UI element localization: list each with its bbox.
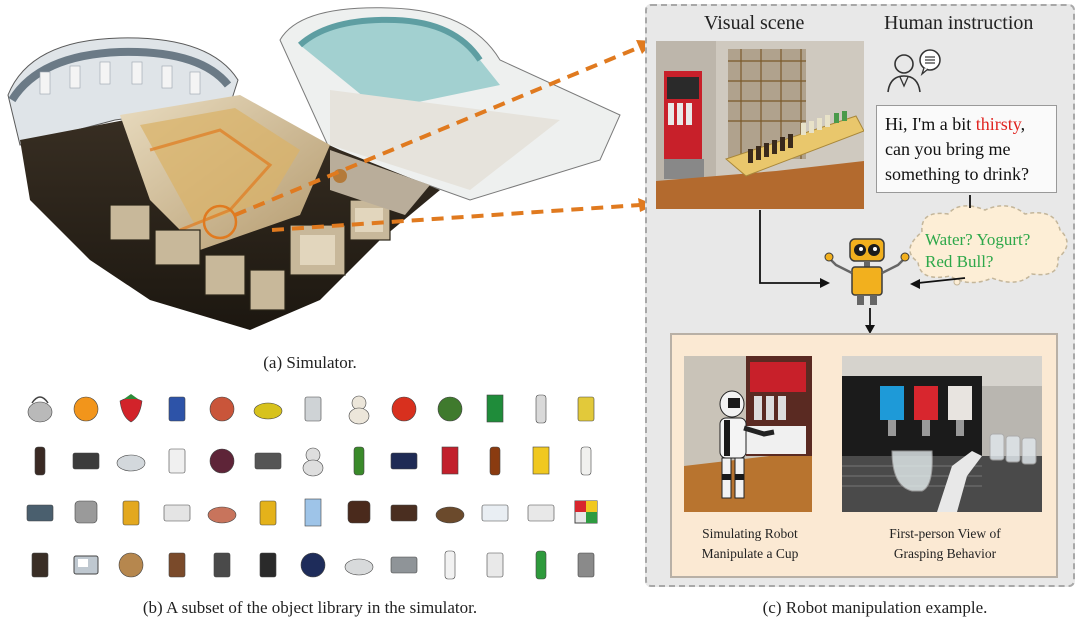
blood-pressure-monitor-icon xyxy=(69,547,103,581)
milk-bottle-icon xyxy=(569,443,603,477)
cereal-box-icon xyxy=(524,443,558,477)
robot-icon xyxy=(824,238,910,305)
trash-can-icon xyxy=(569,547,603,581)
first-person-view-photo xyxy=(842,356,1042,512)
instruction-text-box: Hi, I'm a bit thirsty, can you bring me … xyxy=(876,105,1057,193)
object-library-caption: (b) A subset of the object library in th… xyxy=(142,598,478,617)
bowl-icon xyxy=(251,391,285,425)
sponge-icon xyxy=(478,495,512,529)
walnut-icon xyxy=(114,547,148,581)
human-avatar-icon xyxy=(887,49,941,93)
example1-line-1: Simulating Robot xyxy=(702,526,798,541)
object-library-grid xyxy=(15,385,605,590)
black-mug-icon xyxy=(251,547,285,581)
tray-icon xyxy=(23,495,57,529)
thought-line-1: Water? Yogurt? xyxy=(925,230,1031,249)
plush-dog-icon xyxy=(296,443,330,477)
robot-vacuum-icon xyxy=(69,443,103,477)
deodorant-icon xyxy=(433,547,467,581)
building-cutaway-image xyxy=(7,7,621,330)
robot-example-caption: (c) Robot manipulation example. xyxy=(762,598,988,617)
orange-icon xyxy=(69,391,103,425)
mangosteen-icon xyxy=(205,443,239,477)
pills-icon xyxy=(524,495,558,529)
example2-line-1: First-person View of xyxy=(889,526,1001,541)
thought-line-2: Red Bull? xyxy=(925,252,994,271)
robot-manipulation-photo xyxy=(684,356,812,512)
beads-icon xyxy=(342,495,376,529)
instruction-text-start: Hi, I'm a bit xyxy=(885,114,976,134)
thought-text: Water? Yogurt? Red Bull? xyxy=(925,229,1055,273)
chips-can-icon xyxy=(251,495,285,529)
tomato-icon xyxy=(387,391,421,425)
instruction-text-end: , can you bring me something to drink? xyxy=(885,114,1029,184)
tart-icon xyxy=(433,495,467,529)
rubiks-cube-icon xyxy=(569,495,603,529)
drink-bottle-icon xyxy=(478,443,512,477)
jar-icon xyxy=(160,547,194,581)
calculator-icon xyxy=(251,443,285,477)
watermelon-icon xyxy=(433,391,467,425)
wallet-icon xyxy=(387,443,421,477)
human-instruction-label: Human instruction xyxy=(884,12,1034,34)
cucumber-icon xyxy=(342,443,376,477)
speaker-icon xyxy=(205,547,239,581)
mug-icon xyxy=(114,495,148,529)
strawberry-icon xyxy=(114,391,148,425)
kettle-icon xyxy=(23,391,57,425)
tumbler-icon xyxy=(23,547,57,581)
dish-icon xyxy=(342,547,376,581)
example2-line-2: Grasping Behavior xyxy=(893,546,997,561)
bottle-icon xyxy=(23,443,57,477)
apple-icon xyxy=(205,391,239,425)
chocolate-icon xyxy=(387,495,421,529)
donut-icon xyxy=(205,495,239,529)
example1-caption: Simulating Robot Manipulate a Cup xyxy=(680,524,820,564)
book-icon xyxy=(433,443,467,477)
can-icon xyxy=(569,391,603,425)
simulator-render xyxy=(0,0,640,345)
simulator-caption: (a) Simulator. xyxy=(263,353,357,372)
teddy-bear-icon xyxy=(342,391,376,425)
juice-box-icon xyxy=(478,391,512,425)
visual-scene-photo xyxy=(656,41,864,209)
pillow-icon xyxy=(160,495,194,529)
toilet-roll-icon xyxy=(160,391,194,425)
instruction-highlight: thirsty xyxy=(975,114,1021,134)
example2-caption: First-person View of Grasping Behavior xyxy=(850,524,1040,564)
mortar-icon xyxy=(69,495,103,529)
baking-tray-icon xyxy=(387,547,421,581)
visual-scene-label: Visual scene xyxy=(704,12,805,34)
roll-icon xyxy=(296,391,330,425)
cup-icon xyxy=(160,443,194,477)
soda-can-icon xyxy=(478,547,512,581)
example1-line-2: Manipulate a Cup xyxy=(701,546,799,561)
milk-carton-icon xyxy=(296,495,330,529)
yogurt-bottle-icon xyxy=(524,547,558,581)
lipstick-icon xyxy=(524,391,558,425)
bowl-icon xyxy=(114,443,148,477)
ball-icon xyxy=(296,547,330,581)
